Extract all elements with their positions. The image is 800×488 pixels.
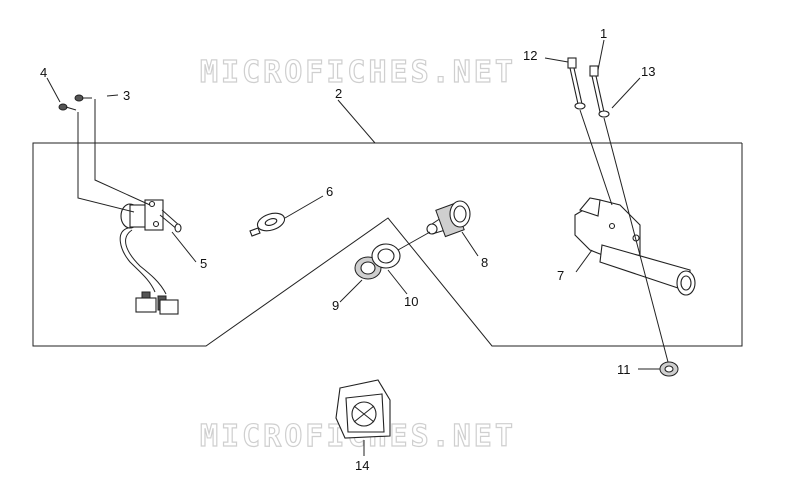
bolt-part-1 [589, 65, 610, 118]
screw-3-assembly-path [94, 99, 151, 206]
callout-3: 3 [123, 88, 130, 103]
screw-part-3 [74, 94, 92, 102]
callout-11: 11 [617, 362, 631, 377]
bolt-12-axis [579, 109, 613, 206]
screw-4-assembly-path [77, 112, 135, 213]
lock-axis-line [397, 231, 431, 251]
ignition-switch-part [119, 199, 182, 315]
callout-4: 4 [40, 65, 47, 80]
bolt-part-12 [567, 57, 586, 110]
callout-14: 14 [355, 458, 369, 473]
callout-5: 5 [200, 256, 207, 271]
watermark-top: MICROFICHES.NET [200, 55, 516, 90]
callout-10: 10 [404, 294, 418, 309]
callout-2: 2 [335, 86, 342, 101]
callout-13: 13 [641, 64, 655, 79]
callout-12: 12 [523, 48, 537, 63]
screw-part-4 [58, 103, 77, 111]
decal-part [335, 379, 391, 439]
washer-part [371, 243, 401, 269]
leader-lines [46, 39, 660, 456]
callout-6: 6 [326, 184, 333, 199]
steering-lock-bracket-part [574, 197, 696, 296]
bolt-1-axis [603, 117, 669, 363]
callout-8: 8 [481, 255, 488, 270]
nut-part [659, 361, 679, 377]
callout-1: 1 [600, 26, 607, 41]
lock-cylinder-part [426, 200, 471, 238]
callout-7: 7 [557, 268, 564, 283]
assembly-frame-2 [32, 142, 743, 347]
callout-9: 9 [332, 298, 339, 313]
key-part [249, 212, 286, 237]
